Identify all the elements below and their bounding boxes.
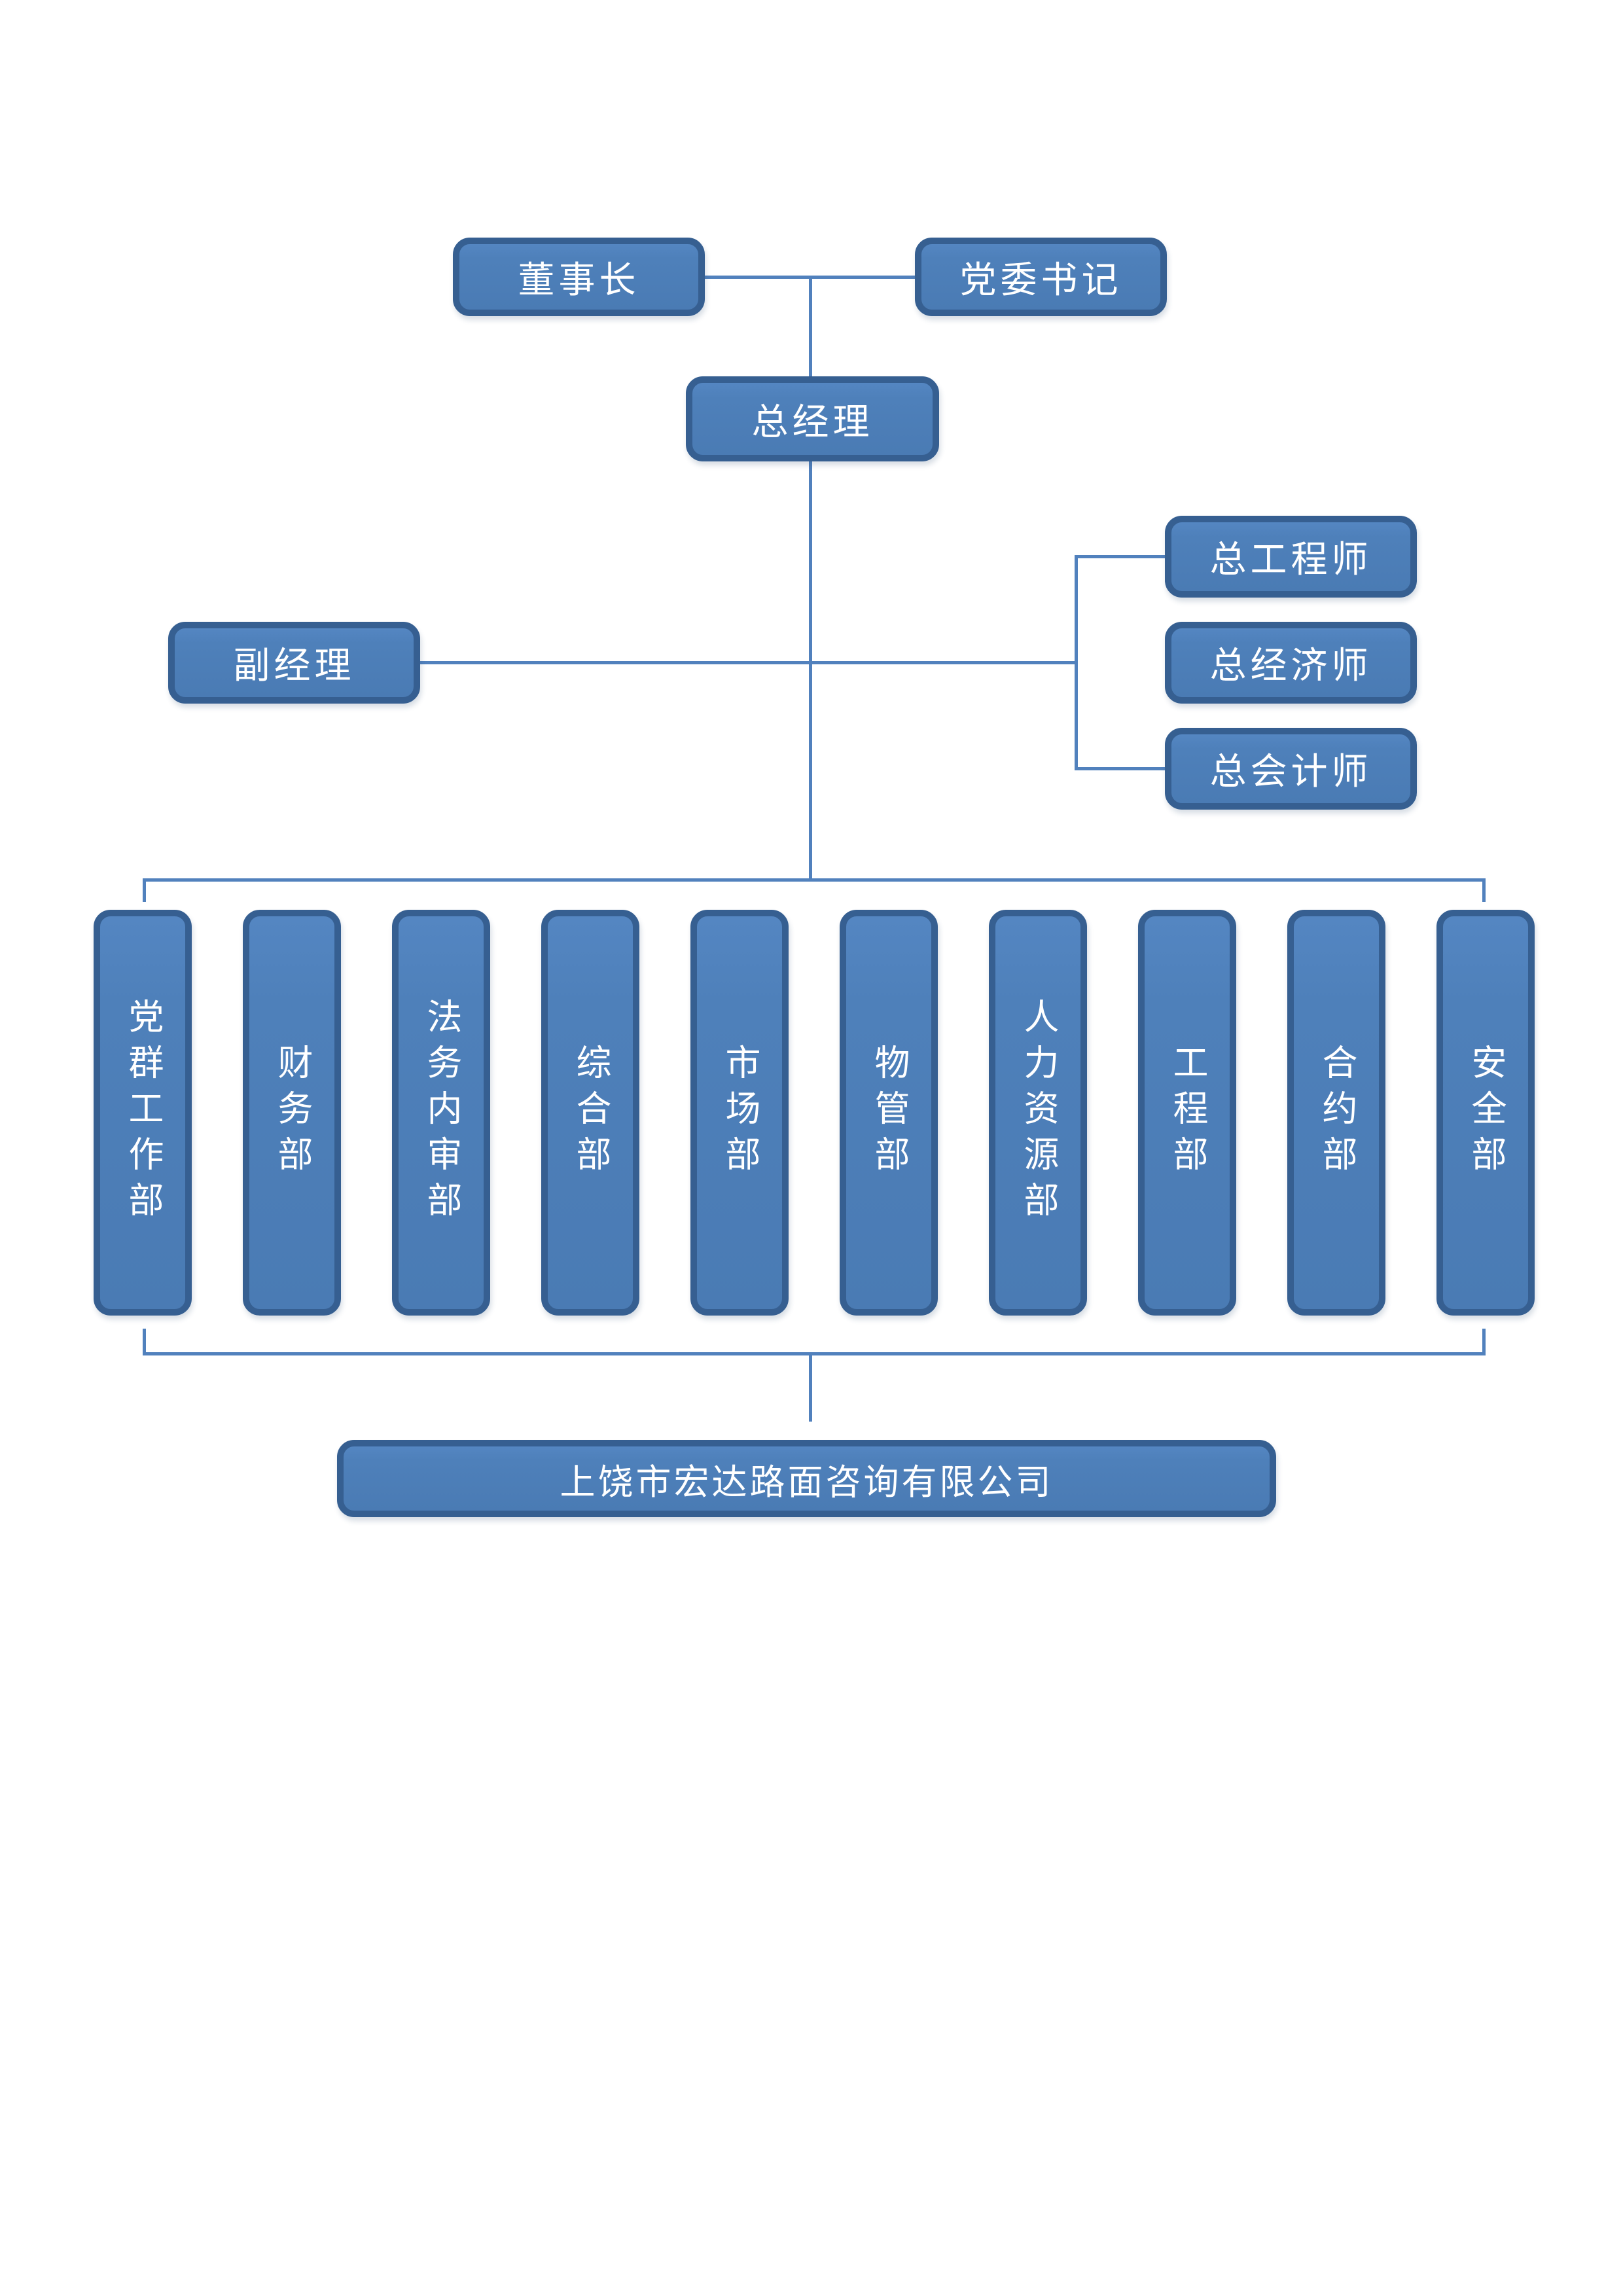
node-dept-general-affairs: 综合部 bbox=[541, 910, 639, 1316]
node-dept-legal-audit: 法务内审部 bbox=[392, 910, 490, 1316]
dept-label: 合约部 bbox=[1316, 1044, 1357, 1181]
node-company: 上饶市宏达路面咨询有限公司 bbox=[337, 1440, 1276, 1517]
connector-deputy-manager-line bbox=[420, 661, 1076, 664]
node-chairman-label: 董事长 bbox=[518, 259, 640, 302]
dept-label: 财务部 bbox=[272, 1044, 313, 1181]
dept-label: 市场部 bbox=[719, 1044, 760, 1181]
connector-bottom-bracket bbox=[143, 1352, 1486, 1355]
dept-label: 人力资源部 bbox=[1018, 998, 1059, 1227]
connector-top-bracket bbox=[143, 878, 1486, 882]
dept-label: 物管部 bbox=[868, 1044, 910, 1181]
connector-bottom-bracket-left-tick bbox=[143, 1329, 146, 1352]
connector-drop-to-general-manager bbox=[809, 277, 812, 378]
node-party-secretary-label: 党委书记 bbox=[959, 259, 1122, 302]
node-dept-engineering: 工程部 bbox=[1138, 910, 1236, 1316]
connector-stub-chief-accountant bbox=[1075, 767, 1166, 770]
node-chairman: 董事长 bbox=[453, 238, 705, 316]
node-deputy-manager-label: 副经理 bbox=[233, 645, 355, 687]
node-chief-engineer: 总工程师 bbox=[1165, 516, 1417, 598]
node-dept-party-mass-work: 党群工作部 bbox=[94, 910, 192, 1316]
connector-stub-chief-engineer bbox=[1075, 555, 1166, 558]
node-general-manager: 总经理 bbox=[686, 376, 939, 461]
node-chief-economist: 总经济师 bbox=[1165, 622, 1417, 704]
connector-general-manager-down bbox=[809, 460, 812, 880]
node-dept-contracts: 合约部 bbox=[1287, 910, 1385, 1316]
connector-top-bracket-left-tick bbox=[143, 878, 146, 902]
node-dept-market: 市场部 bbox=[690, 910, 789, 1316]
dept-label: 综合部 bbox=[570, 1044, 611, 1181]
node-dept-finance: 财务部 bbox=[243, 910, 341, 1316]
node-chief-accountant: 总会计师 bbox=[1165, 728, 1417, 810]
node-party-secretary: 党委书记 bbox=[915, 238, 1167, 316]
connector-chiefs-bracket-vertical bbox=[1075, 555, 1078, 770]
dept-label: 党群工作部 bbox=[122, 998, 164, 1227]
dept-label: 安全部 bbox=[1465, 1044, 1507, 1181]
node-chief-economist-label: 总经济师 bbox=[1209, 645, 1372, 687]
dept-label: 法务内审部 bbox=[421, 998, 462, 1227]
connector-drop-to-company bbox=[809, 1352, 812, 1422]
node-company-label: 上饶市宏达路面咨询有限公司 bbox=[560, 1461, 1054, 1503]
node-deputy-manager: 副经理 bbox=[168, 622, 420, 704]
node-dept-safety: 安全部 bbox=[1436, 910, 1535, 1316]
node-chief-engineer-label: 总工程师 bbox=[1209, 539, 1372, 581]
node-dept-property-management: 物管部 bbox=[840, 910, 938, 1316]
node-chief-accountant-label: 总会计师 bbox=[1209, 751, 1372, 793]
connector-top-bracket-right-tick bbox=[1482, 878, 1486, 902]
connector-bottom-bracket-right-tick bbox=[1482, 1329, 1486, 1352]
node-dept-human-resources: 人力资源部 bbox=[989, 910, 1087, 1316]
node-general-manager-label: 总经理 bbox=[751, 401, 874, 444]
dept-label: 工程部 bbox=[1167, 1044, 1208, 1181]
